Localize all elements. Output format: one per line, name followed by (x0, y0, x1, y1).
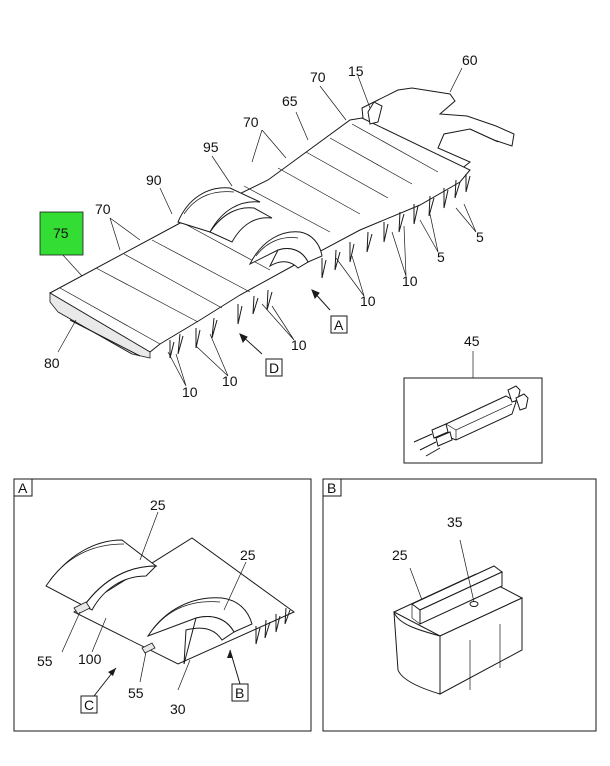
inset-45: 45 (403, 333, 543, 464)
detail-b: B 35 25 (322, 478, 597, 732)
main-assembly (48, 67, 515, 387)
callout-70: 70 (243, 114, 259, 130)
callout-80: 80 (44, 355, 60, 371)
fastener-35 (469, 601, 479, 607)
detail-a-tag: A (18, 480, 28, 496)
view-ref-d-box (265, 358, 283, 377)
detail-a: A 25 25 55 100 55 30 C B (13, 478, 312, 732)
view-ref-a-box (330, 315, 348, 334)
leader-lines (57, 67, 477, 387)
callout-10: 10 (291, 337, 307, 353)
panel-strip-lines (59, 123, 439, 345)
floor-panel-top (48, 117, 471, 353)
callout-60: 60 (462, 52, 478, 68)
callout-90: 90 (146, 172, 162, 188)
callout-55: 55 (37, 653, 53, 669)
view-ref-d: D (269, 360, 279, 376)
callout-25: 25 (150, 497, 166, 513)
callout-10: 10 (402, 273, 418, 289)
main-callouts: 60 15 70 65 70 95 90 70 75 5 5 10 10 10 … (44, 52, 484, 400)
callout-55: 55 (128, 685, 144, 701)
detail-b-tag: B (327, 480, 336, 496)
callout-10: 10 (360, 293, 376, 309)
callout-70: 70 (310, 69, 326, 85)
callout-75-highlight (39, 211, 84, 256)
callout-35: 35 (447, 514, 463, 530)
tab-clip (367, 101, 383, 125)
callout-100: 100 (78, 651, 102, 667)
callout-5: 5 (476, 229, 484, 245)
callout-95: 95 (203, 139, 219, 155)
callout-70: 70 (95, 201, 111, 217)
detail-a-panel (72, 537, 295, 665)
callout-75: 75 (53, 225, 69, 241)
callout-10: 10 (182, 384, 198, 400)
callout-65: 65 (282, 93, 298, 109)
callout-15: 15 (348, 63, 364, 79)
wheel-housing-cover-rear (177, 187, 261, 233)
callout-30: 30 (170, 701, 186, 717)
callout-10: 10 (222, 373, 238, 389)
callout-5: 5 (437, 249, 445, 265)
callout-25: 25 (392, 547, 408, 563)
view-ref-c: C (84, 697, 94, 713)
callout-45: 45 (464, 333, 480, 349)
callout-25: 25 (240, 547, 256, 563)
clip-55-left (73, 601, 91, 615)
view-ref-b: B (235, 685, 244, 701)
view-ref-a: A (334, 317, 344, 333)
clip-55-center (141, 642, 156, 654)
